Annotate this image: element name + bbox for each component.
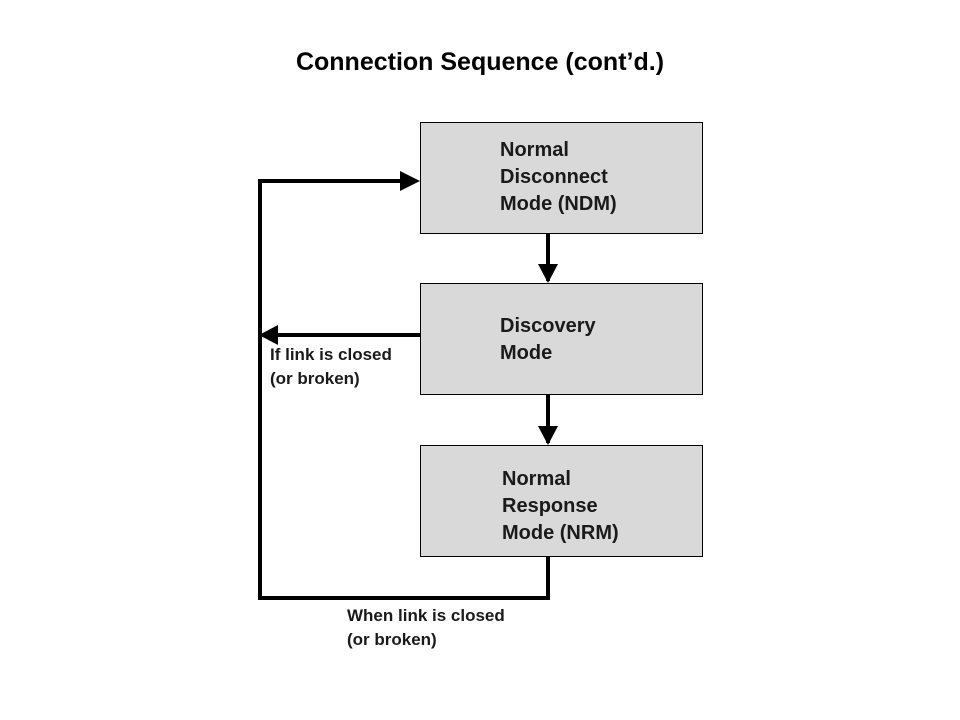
ndm-label-line-1: Normal: [500, 139, 569, 161]
arrowhead-discovery-to-trunk: [259, 325, 278, 345]
ndm-label-line-2: Disconnect: [500, 166, 608, 188]
arrowhead-discovery-to-nrm: [538, 426, 558, 445]
ndm-box: [420, 122, 703, 234]
discovery-edge-label-line-1: If link is closed: [270, 345, 392, 364]
discovery-box: [420, 283, 703, 395]
nrm-label: Normal Response Mode (NRM): [502, 466, 619, 547]
discovery-label-line-1: Discovery: [500, 315, 596, 337]
nrm-edge-label-line-1: When link is closed: [347, 606, 505, 625]
discovery-label-line-2: Mode: [500, 342, 553, 364]
nrm-edge-label-line-2: (or broken): [347, 630, 437, 649]
discovery-edge-label: If link is closed (or broken): [270, 343, 392, 391]
nrm-label-line-1: Normal: [502, 468, 571, 490]
ndm-label-line-3: Mode (NDM): [500, 193, 617, 215]
nrm-label-line-2: Response: [502, 495, 598, 517]
nrm-edge-label: When link is closed (or broken): [347, 604, 505, 652]
discovery-edge-label-line-2: (or broken): [270, 369, 360, 388]
arrowhead-ndm-to-discovery: [538, 264, 558, 283]
arrowhead-trunk-to-ndm: [400, 171, 420, 191]
discovery-label: Discovery Mode: [500, 313, 596, 367]
return-path-nrm-to-ndm: [258, 179, 550, 600]
nrm-label-line-3: Mode (NRM): [502, 522, 619, 544]
ndm-label: Normal Disconnect Mode (NDM): [500, 137, 617, 218]
slide-title: Connection Sequence (cont’d.): [295, 48, 665, 76]
nrm-box: [420, 445, 703, 557]
